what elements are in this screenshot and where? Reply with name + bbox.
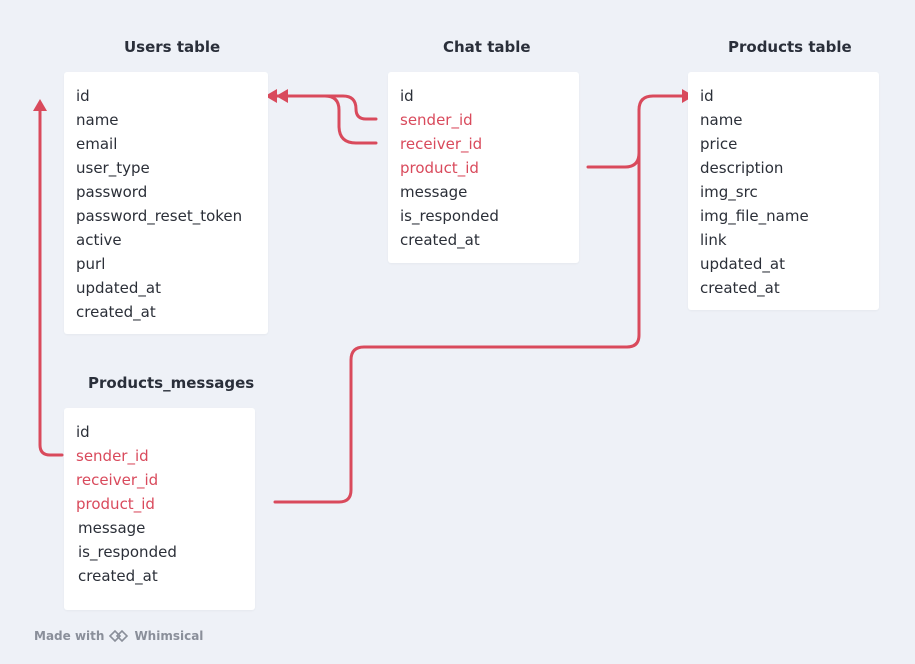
field-sender-id: sender_id	[400, 111, 473, 129]
field-img-src: img_src	[700, 183, 758, 201]
arrowhead-users-id-1	[265, 89, 277, 103]
field-user-type: user_type	[76, 159, 150, 177]
products-messages-table-title: Products_messages	[88, 374, 255, 392]
field-id: id	[700, 87, 714, 105]
field-is-responded: is_responded	[400, 207, 499, 225]
field-name: name	[700, 111, 743, 129]
field-updated-at: updated_at	[76, 279, 161, 297]
field-created-at: created_at	[76, 303, 156, 321]
field-sender-id: sender_id	[76, 447, 149, 465]
products-table-title: Products table	[728, 38, 852, 56]
field-purl: purl	[76, 255, 106, 273]
field-is-responded: is_responded	[78, 543, 177, 561]
field-updated-at: updated_at	[700, 255, 785, 273]
field-receiver-id: receiver_id	[400, 135, 483, 153]
field-img-file-name: img_file_name	[700, 207, 809, 225]
field-created-at: created_at	[400, 231, 480, 249]
field-password-reset-token: password_reset_token	[76, 207, 243, 225]
connector-chat-receiver-to-users-id	[273, 94, 378, 145]
field-id: id	[400, 87, 414, 105]
field-email: email	[76, 135, 118, 153]
made-with-label: Made with	[34, 629, 105, 643]
field-id: id	[76, 423, 90, 441]
made-with-whimsical-badge[interactable]: Made with Whimsical	[34, 629, 203, 643]
whimsical-brand-label: Whimsical	[134, 629, 204, 643]
users-table-card[interactable]: id name email user_type password password_res…	[64, 72, 268, 334]
field-name: name	[76, 111, 119, 129]
field-description: description	[700, 159, 784, 177]
field-price: price	[700, 135, 738, 153]
users-table-title: Users table	[124, 38, 221, 56]
field-product-id: product_id	[400, 159, 479, 177]
connector-chat-sender-to-users-id	[273, 94, 378, 121]
field-id: id	[76, 87, 90, 105]
arrowhead-users-id-from-pm	[33, 99, 47, 111]
field-password: password	[76, 183, 148, 201]
whimsical-logo-icon	[109, 629, 129, 643]
field-receiver-id: receiver_id	[76, 471, 159, 489]
field-product-id: product_id	[76, 495, 155, 513]
field-created-at: created_at	[78, 567, 158, 585]
field-message: message	[400, 183, 468, 201]
field-created-at: created_at	[700, 279, 780, 297]
products-table-card[interactable]: id name price description img_src img_file_na…	[688, 72, 879, 310]
field-active: active	[76, 231, 122, 249]
field-link: link	[700, 231, 727, 249]
connector-pm-product-to-products-id	[273, 108, 641, 504]
field-message: message	[78, 519, 146, 537]
connector-chat-product-to-products-id	[586, 94, 684, 169]
arrowhead-users-id-2	[276, 89, 288, 103]
chat-table-title: Chat table	[443, 38, 531, 56]
connector-pm-sender-to-users-id	[38, 108, 64, 457]
